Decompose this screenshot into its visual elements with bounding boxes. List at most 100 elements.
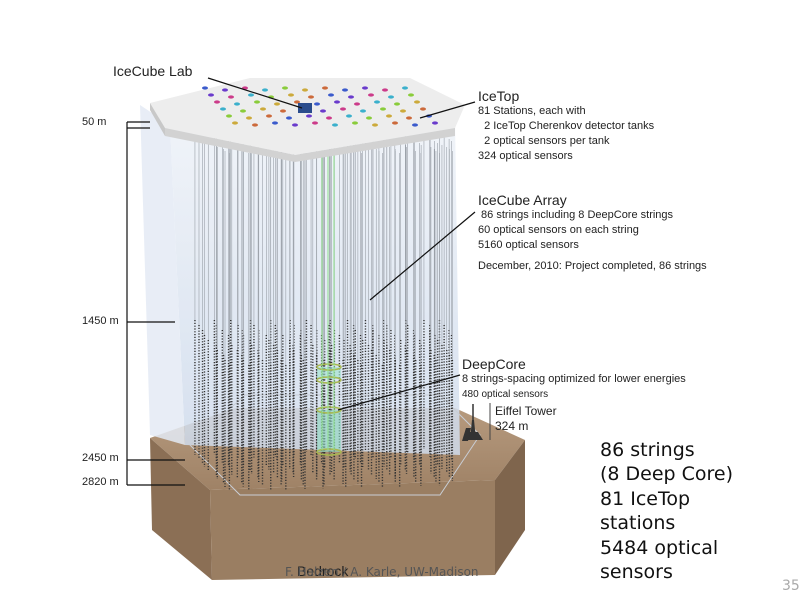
icetop-line: 2 optical sensors per tank (478, 135, 610, 147)
summary-line: 86 strings (600, 439, 695, 461)
array-title: IceCube Array (478, 192, 567, 208)
icetop-station-dot (412, 123, 418, 127)
icetop-station-dot (214, 100, 220, 104)
icetop-station-dot (308, 95, 314, 99)
icetop-station-dot (282, 86, 288, 90)
summary-line: 5484 optical (600, 536, 719, 559)
array-footprint (189, 394, 481, 496)
icetop-station-dot (280, 109, 286, 113)
icetop-station-dot (386, 114, 392, 118)
summary-line: stations (600, 512, 676, 535)
icetop-station-dot (294, 100, 300, 104)
page-number: 35 (782, 578, 799, 594)
deepcore-line: 480 optical sensors (462, 389, 549, 400)
icetop-station-dot (392, 121, 398, 125)
array-line: 60 optical sensors on each string (478, 224, 639, 236)
array-line: 86 strings including 8 DeepCore strings (478, 209, 674, 221)
depth-label: 2820 m (82, 476, 119, 488)
icetop-station-dot (220, 107, 226, 111)
icecube-lab-building (298, 103, 312, 113)
icetop-station-dot (266, 114, 272, 118)
deepcore-label-group: DeepCore 8 strings-spacing optimized for… (462, 356, 686, 402)
icetop-station-dot (248, 93, 254, 97)
icetop-station-dot (368, 93, 374, 97)
icetop-station-dot (354, 102, 360, 106)
deepcore-cylinders (316, 150, 342, 456)
icetop-station-dot (348, 95, 354, 99)
icetop-station-dot (314, 102, 320, 106)
icetop-station-dot (234, 102, 240, 106)
icetop-station-dot (232, 121, 238, 125)
icetop-station-dot (246, 116, 252, 120)
icetop-station-dot (226, 114, 232, 118)
icetop-line: 2 IceTop Cherenkov detector tanks (478, 120, 655, 132)
depth-label: 50 m (82, 116, 107, 128)
icetop-station-dot (402, 86, 408, 90)
eiffel-title: Eiffel Tower (495, 404, 557, 418)
icetop-station-dot (254, 100, 260, 104)
icetop-line: 324 optical sensors (478, 150, 573, 162)
icetop-station-dot (394, 102, 400, 106)
icetop-station-dot (222, 88, 228, 92)
icetop-station-dot (352, 121, 358, 125)
icetop-station-dot (332, 123, 338, 127)
icetop-station-dot (380, 107, 386, 111)
eiffel-label-group: Eiffel Tower 324 m (495, 404, 557, 434)
icetop-station-dot (262, 88, 268, 92)
icetop-station-dot (372, 123, 378, 127)
icetop-station-dot (406, 116, 412, 120)
array-completion: December, 2010: Project completed, 86 st… (478, 260, 707, 272)
icetop-station-dot (302, 88, 308, 92)
depth-label: 1450 m (82, 315, 119, 327)
icetop-station-dot (252, 123, 258, 127)
icetop-station-dot (374, 100, 380, 104)
icetop-stations (202, 86, 438, 127)
icetop-station-dot (362, 86, 368, 90)
icetop-station-dot (346, 114, 352, 118)
icetop-station-dot (272, 121, 278, 125)
icetop-station-dot (366, 116, 372, 120)
depth-scale (126, 121, 185, 486)
icetop-station-dot (320, 109, 326, 113)
summary-line: sensors (600, 561, 673, 584)
icetop-station-dot (288, 93, 294, 97)
icetop-line: 81 Stations, each with (478, 105, 586, 117)
eiffel-tower-icon (462, 403, 491, 441)
icetop-station-dot (260, 107, 266, 111)
icetop-station-dot (322, 86, 328, 90)
icetop-station-dot (202, 86, 208, 90)
icetop-station-dot (312, 121, 318, 125)
icetop-station-dot (432, 121, 438, 125)
icetop-station-dot (306, 114, 312, 118)
icetop-station-dot (292, 123, 298, 127)
summary-line: 81 IceTop (600, 487, 691, 510)
leader-lines (207, 77, 476, 411)
icetop-station-dot (286, 116, 292, 120)
icetop-station-dot (334, 100, 340, 104)
icetop-station-dot (420, 107, 426, 111)
icetop-station-dot (400, 109, 406, 113)
icecube-lab-label: IceCube Lab (113, 63, 193, 79)
icetop-station-dot (228, 95, 234, 99)
summary-block: 86 strings (8 Deep Core) 81 IceTop stati… (600, 438, 733, 584)
array-label-group: IceCube Array 86 strings including 8 Dee… (478, 192, 707, 274)
image-credit: F. Halzen / A. Karle, UW-Madison (285, 565, 479, 579)
icetop-station-dot (414, 100, 420, 104)
icetop-station-dot (360, 109, 366, 113)
eiffel-height: 324 m (495, 419, 529, 433)
icetop-station-dot (340, 107, 346, 111)
icetop-station-dot (240, 109, 246, 113)
deepcore-line: 8 strings-spacing optimized for lower en… (462, 373, 686, 385)
deepcore-title: DeepCore (462, 356, 526, 372)
icetop-station-dot (326, 116, 332, 120)
bedrock-label: Bedrock (297, 563, 349, 579)
summary-line: (8 Deep Core) (600, 463, 734, 486)
depth-label: 2450 m (82, 452, 119, 464)
icetop-station-dot (274, 102, 280, 106)
icetop-station-dot (208, 93, 214, 97)
icetop-station-dot (328, 93, 334, 97)
icetop-station-dot (342, 88, 348, 92)
icetop-station-dot (382, 88, 388, 92)
icetop-title: IceTop (478, 88, 520, 104)
